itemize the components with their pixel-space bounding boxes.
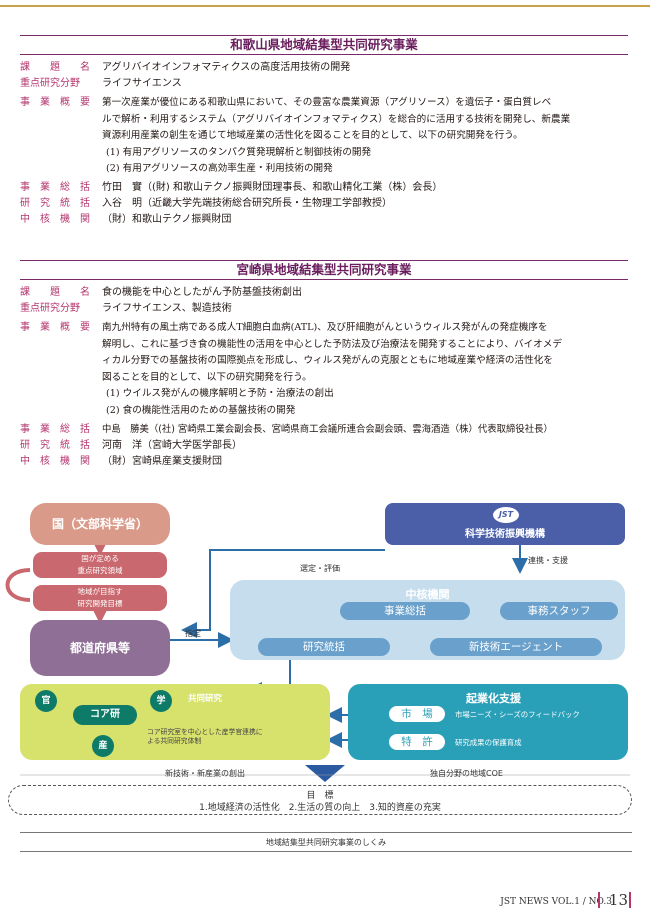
select-eval-arrow [181, 549, 385, 638]
director-label: 事 業 総 括 [20, 424, 90, 435]
goal-text: 1.地域経済の活性化 2.生活の質の向上 3.知的資産の充実 [199, 803, 441, 813]
field-value: ライフサイエンス、製造技術 [102, 303, 232, 314]
coe-label: 独自分野の地域COE [430, 769, 503, 778]
kan-circle: 官 [35, 690, 57, 712]
core-label: 中 核 機 関 [20, 456, 90, 467]
section1-summary-row: 事 業 概 要 第一次産業が優位にある和歌山県において、その豊富な農業資源（アグ… [20, 95, 632, 177]
cooperate-label: 連携・支援 [528, 556, 568, 565]
theme-value: アグリバイオインフォマティクスの高度活用技術の開発 [102, 62, 351, 73]
journal-name: JST NEWS VOL.1 / NO.3 [500, 897, 612, 907]
section2-title: 宮崎県地域結集型共同研究事業 [20, 260, 628, 280]
research-director-pill: 研究統括 [258, 638, 390, 656]
commercial-label: 起業化支援 [466, 692, 521, 705]
page-number: 13 [608, 891, 628, 909]
jst-box: JST 科学技術振興機構 [385, 503, 625, 545]
summary-item: (2) 食の機能性活用のための基盤技術の開発 [106, 404, 296, 416]
section1-title: 和歌山県地域結集型共同研究事業 [20, 35, 628, 55]
research-label: 研 究 統 括 [20, 198, 90, 209]
director-value: 中島 勝美（(社) 宮崎県工業会副会長、宮崎県商工会議所連合会副会頭、雲海酒造（… [102, 424, 553, 435]
loop-arrow [5, 568, 31, 602]
prefecture-box: 都道府県等 [30, 620, 170, 676]
core-lab-pill: コア研 [73, 705, 137, 725]
research-value: 河南 洋（宮崎大学医学部長） [102, 440, 242, 451]
summary-item: (2) 有用アグリソースの高効率生産・利用技術の開発 [106, 163, 333, 174]
field-label: 重点研究分野 [20, 78, 80, 89]
core-lab-note: コア研究室を中心とした産学官連携に よる共同研究体制 [147, 728, 263, 745]
new-tech-agent-pill: 新技術エージェント [430, 638, 602, 656]
core-value: （財）宮崎県産業支援財団 [102, 456, 222, 467]
core-label: 中 核 機 関 [20, 214, 90, 225]
regional-goal-pill: 地域が目指す 研究開発目標 [33, 585, 167, 611]
caption-bar: 地域結集型共同研究事業のしくみ [20, 832, 632, 852]
research-label: 研 究 統 括 [20, 440, 90, 451]
page-divider [629, 892, 631, 908]
summary-text: 南九州特有の風土病である成人T細胞白血病(ATL)、及び肝細胞がんというウィルス… [102, 320, 636, 419]
jst-label: 科学技術振興機構 [465, 529, 545, 540]
diagram-caption: 地域結集型共同研究事業のしくみ [265, 838, 387, 847]
director-value: 竹田 實（(財) 和歌山テクノ振興財団理事長、和歌山精化工業（株）会長） [102, 182, 443, 193]
summary-item: (1) 有用アグリソースのタンパク質発現解析と制御技術の開発 [106, 146, 372, 158]
top-rule [0, 5, 650, 7]
core-value: （財）和歌山テクノ振興財団 [102, 214, 232, 225]
market-note: 市場ニーズ・シーズのフィードバック [455, 710, 580, 719]
select-eval-label: 選定・評価 [300, 564, 340, 573]
san-circle: 産 [92, 735, 114, 757]
summary-label: 事 業 概 要 [20, 322, 90, 333]
jst-logo: JST [493, 507, 519, 523]
page-divider [598, 892, 600, 908]
designate-label: 指定 [185, 629, 201, 638]
goal-title: 目 標 [306, 791, 334, 801]
new-industry-label: 新技術・新産業の創出 [165, 769, 245, 778]
biz-director-pill: 事業総括 [340, 602, 470, 620]
field-label: 重点研究分野 [20, 303, 80, 314]
theme-value: 食の機能を中心としたがん予防基盤技術創出 [102, 287, 302, 298]
summary-item: (1) ウイルス発がんの機序解明と予防・治療法の創出 [106, 388, 334, 399]
director-label: 事 業 総 括 [20, 182, 90, 193]
research-value: 入谷 明（近畿大学先端技術総合研究所長・生物理工学部教授） [102, 198, 392, 209]
joint-research-box: 共同研究 [20, 684, 330, 760]
section2-summary-row: 事 業 概 要 南九州特有の風土病である成人T細胞白血病(ATL)、及び肝細胞が… [20, 320, 632, 420]
field-value: ライフサイエンス [102, 78, 182, 89]
goal-box: 目 標 1.地域経済の活性化 2.生活の質の向上 3.知的資産の充実 [8, 785, 632, 815]
theme-label: 課 題 名 [20, 62, 90, 73]
national-priority-pill: 国が定める 重点研究領域 [33, 552, 167, 578]
summary-label: 事 業 概 要 [20, 97, 90, 108]
patent-note: 研究成果の保護育成 [455, 738, 522, 747]
mext-box: 国（文部科学省） [30, 503, 170, 545]
office-staff-pill: 事務スタッフ [500, 602, 618, 620]
patent-pill: 特 許 [388, 733, 446, 751]
summary-text: 第一次産業が優位にある和歌山県において、その豊富な農業資源（アグリソース）を遺伝… [102, 95, 636, 178]
core-org-label: 中核機関 [405, 588, 450, 601]
gaku-circle: 学 [150, 690, 172, 712]
market-pill: 市 場 [388, 705, 446, 723]
theme-label: 課 題 名 [20, 287, 90, 298]
joint-research-label: 共同研究 [188, 694, 223, 704]
goal-triangle [305, 765, 345, 782]
